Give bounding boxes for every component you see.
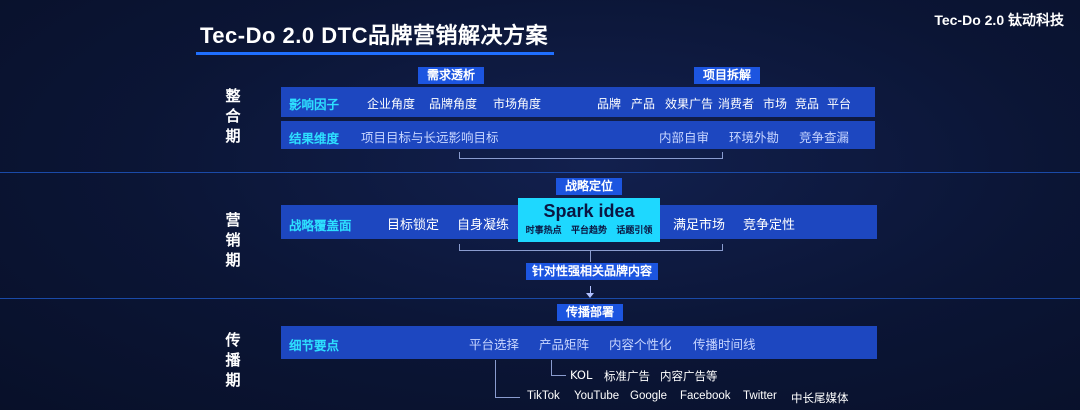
phase-label-spread: 传 播 期 — [222, 330, 244, 390]
connector-line — [590, 250, 591, 262]
row-item: 品牌 — [597, 97, 622, 111]
phase-char: 传 — [225, 331, 241, 349]
row-item: 效果广告 — [665, 97, 714, 111]
phase-label-integration: 整 合 期 — [222, 86, 244, 146]
phase-char: 期 — [225, 251, 241, 269]
row-item: 目标锁定 — [387, 218, 440, 233]
sub-item: 中长尾媒体 — [791, 391, 849, 405]
sub-item: YouTube — [574, 390, 620, 402]
row-item: 平台 — [827, 97, 852, 111]
row-influence-factors: 影响因子 企业角度 品牌角度 市场角度 品牌 产品 效果广告 消费者 市场 竞品… — [281, 87, 875, 117]
tag-project-breakdown: 项目拆解 — [694, 67, 760, 84]
sub-item: 内容广告等 — [660, 369, 718, 383]
row-item: 企业角度 — [367, 97, 416, 111]
phase-char: 销 — [225, 231, 241, 249]
row-item: 平台选择 — [469, 337, 520, 352]
spark-idea-subtags: 时事热点 平台趋势 话题引领 — [518, 223, 660, 236]
row-item: 市场角度 — [493, 97, 542, 111]
phase-char: 播 — [225, 351, 241, 369]
connector-line — [495, 397, 520, 398]
section-divider — [0, 172, 1080, 173]
sub-item: TikTok — [527, 390, 560, 402]
row-label: 影响因子 — [289, 97, 340, 112]
row-item: 环境外勘 — [729, 130, 780, 145]
row-item: 满足市场 — [673, 218, 726, 233]
sub-item: Google — [630, 390, 668, 402]
phase-char: 营 — [225, 211, 241, 229]
row-item: 品牌角度 — [429, 97, 478, 111]
tag-demand-analysis: 需求透析 — [418, 67, 484, 84]
row-item: 内容个性化 — [609, 337, 672, 352]
spark-subtag: 话题引领 — [616, 226, 653, 236]
bracket-connector — [459, 152, 723, 159]
row-item: 竞品 — [795, 97, 820, 111]
row-label: 战略覆盖面 — [289, 218, 352, 233]
down-arrow-shaft — [590, 286, 591, 296]
spark-idea-box: Spark idea 时事热点 平台趋势 话题引领 — [518, 198, 660, 242]
phase-label-marketing: 营 销 期 — [222, 210, 244, 270]
row-detail-points: 细节要点 平台选择 产品矩阵 内容个性化 传播时间线 — [281, 326, 877, 359]
bracket-connector — [459, 244, 723, 251]
row-item: 竞争定性 — [743, 218, 796, 233]
tag-spread-deployment: 传播部署 — [557, 304, 623, 321]
spark-idea-title: Spark idea — [543, 201, 635, 221]
tag-strategic-positioning: 战略定位 — [556, 178, 622, 195]
sub-item: KOL — [570, 368, 593, 382]
phase-char: 整 — [225, 87, 241, 105]
row-item: 消费者 — [718, 97, 755, 111]
section-divider — [0, 298, 1080, 299]
spark-subtag: 平台趋势 — [570, 226, 607, 236]
row-item: 内部自审 — [659, 130, 710, 145]
phase-char: 合 — [225, 107, 241, 125]
sub-item: Twitter — [743, 390, 777, 402]
row-label: 细节要点 — [289, 338, 340, 353]
tag-targeted-content: 针对性强相关品牌内容 — [526, 263, 658, 280]
connector-line — [495, 360, 496, 398]
spark-subtag: 时事热点 — [525, 226, 562, 236]
page-title: Tec-Do 2.0 DTC品牌营销解决方案 — [200, 23, 548, 48]
row-item: 产品矩阵 — [539, 337, 590, 352]
row-label: 结果维度 — [289, 131, 340, 146]
row-item: 自身凝练 — [457, 218, 510, 233]
sub-item: 标准广告 — [604, 369, 650, 383]
brand-logo-text: Tec-Do 2.0 钛动科技 — [934, 12, 1064, 28]
row-item: 产品 — [631, 97, 656, 111]
connector-line — [551, 360, 552, 376]
row-result-dimension: 结果维度 项目目标与长远影响目标 内部自审 环境外勘 竞争查漏 — [281, 121, 875, 149]
row-item: 传播时间线 — [693, 337, 756, 352]
phase-char: 期 — [225, 127, 241, 145]
row-item: 项目目标与长远影响目标 — [361, 130, 499, 145]
title-underline — [196, 52, 554, 55]
down-arrow-icon — [586, 293, 594, 298]
phase-char: 期 — [225, 371, 241, 389]
sub-item: Facebook — [680, 390, 731, 402]
row-item: 市场 — [763, 97, 788, 111]
connector-line — [551, 375, 566, 376]
row-item: 竞争查漏 — [799, 130, 850, 145]
